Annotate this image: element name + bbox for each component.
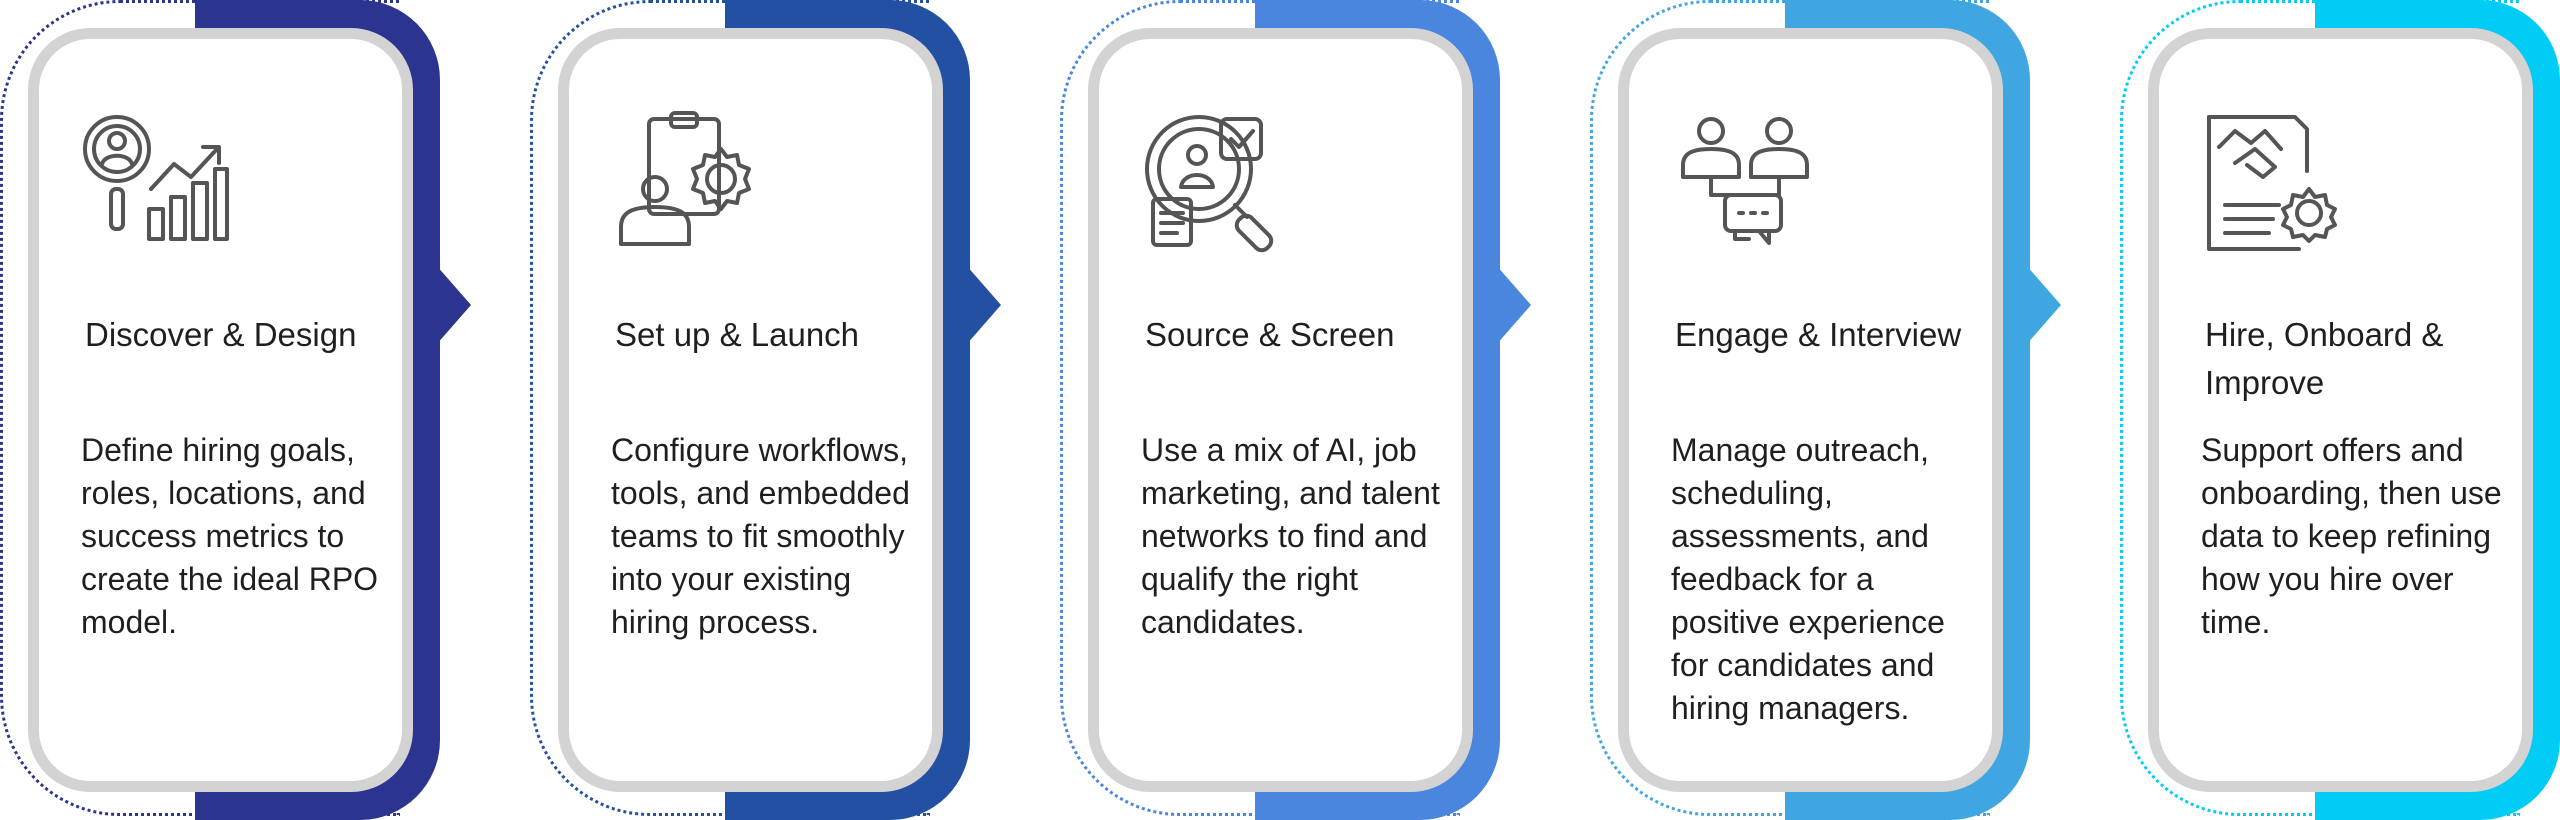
step-description: Configure workflows, tools, and embedded… [611,432,910,640]
arrow-notch [1496,265,1531,345]
step-title: Discover & Design [85,316,357,353]
step-card: Discover & Design Define hiring goals, r… [28,28,413,792]
step-engage-interview: Engage & Interview Manage outreach, sche… [1590,0,2061,820]
step-setup-launch: Set up & Launch Configure workflows, too… [530,0,1001,820]
step-card: Set up & Launch Configure workflows, too… [558,28,943,792]
step-description: Support offers and onboarding, then use … [2201,432,2502,640]
hire-handshake-icon [2199,109,2349,259]
step-card: Source & Screen Use a mix of AI, job mar… [1088,28,1473,792]
step-description: Use a mix of AI, job marketing, and tale… [1141,432,1440,640]
setup-gear-icon [609,109,759,259]
step-description: Define hiring goals, roles, locations, a… [81,432,379,640]
step-description: Manage outreach, scheduling, assessments… [1671,432,1945,726]
step-title: Set up & Launch [615,316,860,353]
arrow-notch [966,265,1001,345]
step-title: Hire, Onboard & Improve [2205,316,2444,401]
engage-chat-icon [1669,109,1819,259]
step-hire-onboard-improve: Hire, Onboard & Improve Support offers a… [2120,0,2560,820]
step-discover-design: Discover & Design Define hiring goals, r… [0,0,471,820]
arrow-notch [436,265,471,345]
step-title: Source & Screen [1145,316,1395,353]
source-magnifier-icon [1139,109,1289,259]
step-source-screen: Source & Screen Use a mix of AI, job mar… [1060,0,1531,820]
step-card: Hire, Onboard & Improve Support offers a… [2148,28,2533,792]
discover-analytics-icon [79,109,229,259]
step-card: Engage & Interview Manage outreach, sche… [1618,28,2003,792]
arrow-notch [2026,265,2061,345]
step-title: Engage & Interview [1675,316,1962,353]
